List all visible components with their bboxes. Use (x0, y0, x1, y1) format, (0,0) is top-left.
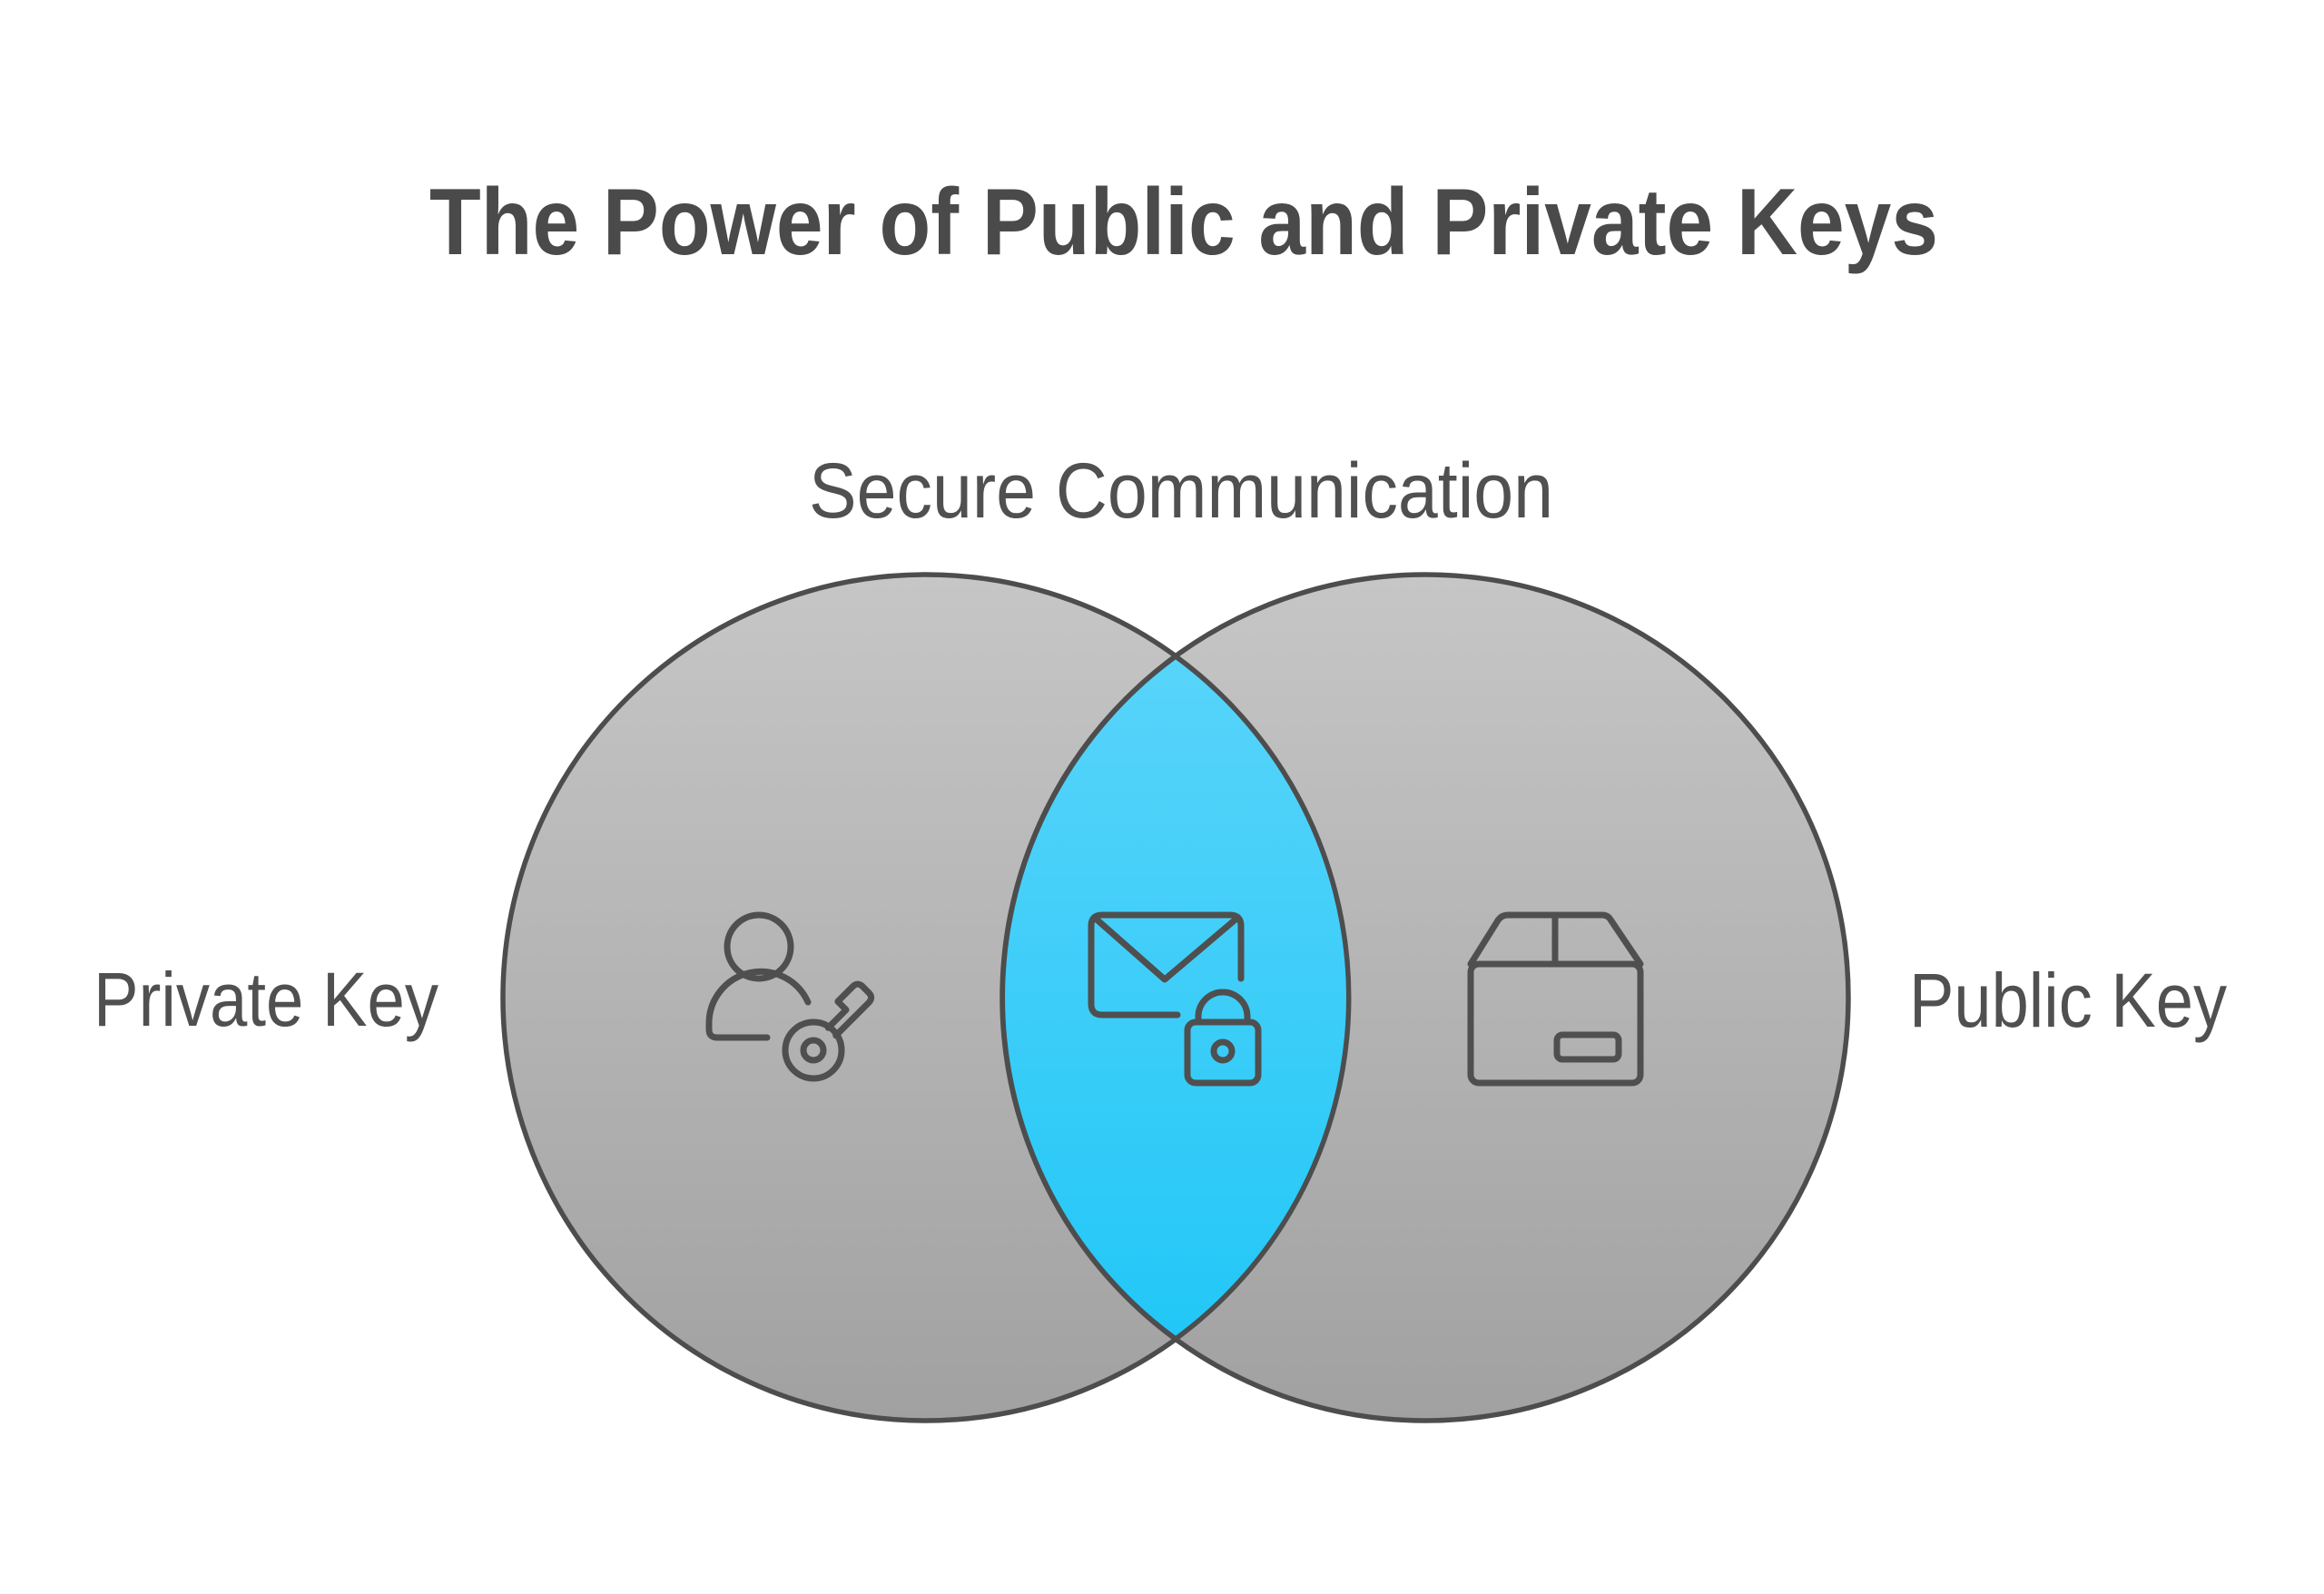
envelope-lock-icon (1088, 911, 1262, 1087)
secure-communication-lens (1000, 654, 1352, 1342)
secure-communication-label: Secure Communication (809, 448, 1553, 535)
private-key-label: Private Key (94, 957, 438, 1042)
package-box-icon (1467, 911, 1644, 1087)
diagram-title: The Power of Public and Private Keys (429, 170, 1938, 275)
user-key-icon (705, 911, 875, 1082)
public-key-label: Public Key (1909, 958, 2227, 1043)
